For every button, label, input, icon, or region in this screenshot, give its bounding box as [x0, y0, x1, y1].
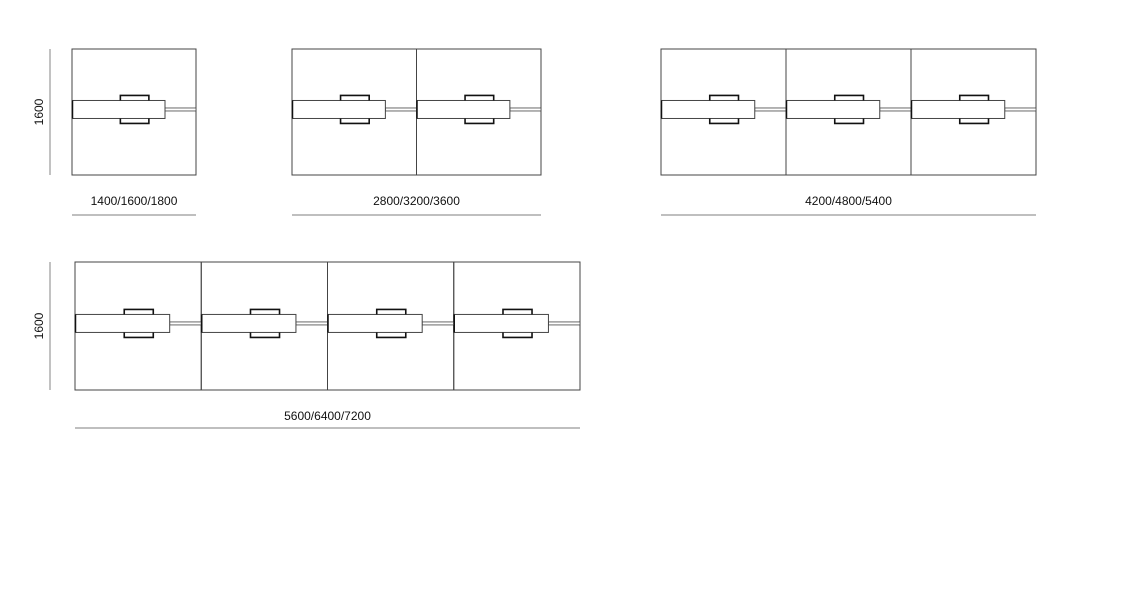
leg-top [464, 94, 495, 101]
beam-connector [295, 321, 328, 326]
leg-bottom [833, 118, 865, 125]
width-dimension-label: 2800/3200/3600 [373, 194, 460, 208]
leg-top [375, 308, 407, 315]
central-bar [660, 99, 756, 119]
central-bar [453, 313, 549, 333]
desk-module [416, 48, 542, 176]
central-bar [327, 313, 423, 333]
leg-top [339, 94, 370, 101]
leg-bottom [502, 332, 533, 339]
beam-connector [879, 107, 912, 112]
beam-connector [1004, 107, 1037, 112]
configuration-4: 5600/6400/7200 1600 [32, 261, 581, 429]
leg-top [123, 308, 155, 315]
desk-module [660, 48, 787, 176]
configuration-3: 4200/4800/5400 [660, 48, 1037, 216]
width-dimension-label: 5600/6400/7200 [284, 409, 371, 423]
central-bar [910, 99, 1006, 119]
width-dimension-label: 4200/4800/5400 [805, 194, 892, 208]
leg-bottom [119, 118, 150, 125]
beam-connector [754, 107, 787, 112]
leg-top [502, 308, 533, 315]
desk-module [71, 48, 197, 176]
leg-bottom [339, 118, 370, 125]
central-bar [785, 99, 881, 119]
desk-module [910, 48, 1037, 176]
configuration-1: 1400/1600/1800 1600 [32, 48, 197, 216]
central-bar [71, 99, 166, 119]
leg-top [833, 94, 865, 101]
beam-connector [169, 321, 202, 326]
beam-connector [164, 107, 197, 112]
depth-dimension-label: 1600 [32, 98, 46, 125]
central-bar [416, 99, 511, 119]
leg-bottom [464, 118, 495, 125]
width-dimension-label: 1400/1600/1800 [91, 194, 178, 208]
desk-module [785, 48, 912, 176]
beam-connector [384, 107, 417, 112]
desk-module [200, 261, 328, 391]
desk-module [327, 261, 455, 391]
desk-module [291, 48, 417, 176]
leg-bottom [249, 332, 281, 339]
central-bar [200, 313, 297, 333]
configuration-2: 2800/3200/3600 [291, 48, 542, 216]
desk-module [453, 261, 581, 391]
desk-module [74, 261, 202, 391]
central-bar [74, 313, 171, 333]
leg-top [249, 308, 281, 315]
beam-connector [509, 107, 542, 112]
central-bar [291, 99, 386, 119]
leg-bottom [958, 118, 990, 125]
leg-bottom [123, 332, 155, 339]
leg-top [958, 94, 990, 101]
leg-bottom [708, 118, 740, 125]
beam-connector [421, 321, 455, 326]
leg-top [708, 94, 740, 101]
leg-bottom [375, 332, 407, 339]
depth-dimension-label: 1600 [32, 312, 46, 339]
leg-top [119, 94, 150, 101]
beam-connector [548, 321, 581, 326]
